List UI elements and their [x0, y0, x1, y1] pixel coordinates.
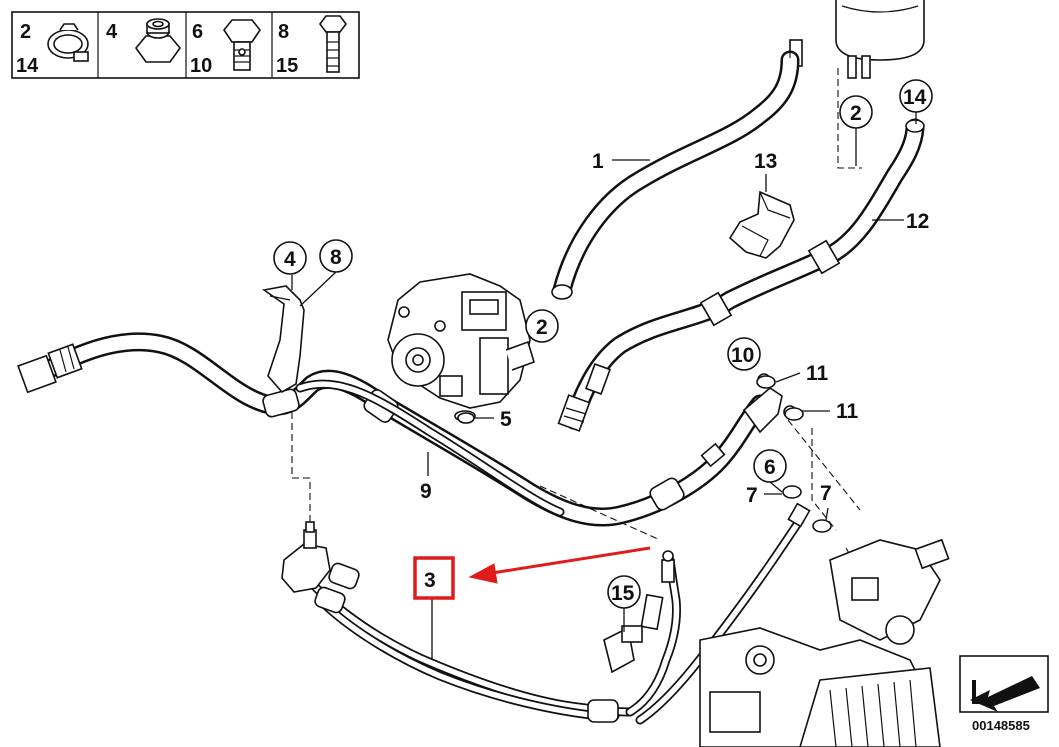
callout-12: 12	[906, 210, 929, 233]
callout-9: 9	[420, 480, 432, 503]
washer-7	[782, 485, 802, 499]
legend-label: 4	[106, 21, 118, 43]
fastener-legend: 2 14 4 6 10 8 15	[11, 11, 360, 79]
orientation-arrow-icon	[959, 655, 1049, 713]
legend-label: 14	[16, 55, 39, 77]
seal-ring-5	[457, 412, 475, 424]
callout-13: 13	[754, 150, 777, 173]
callout-7: 7	[820, 482, 832, 505]
callout-7: 7	[746, 484, 758, 507]
callout-1: 1	[592, 150, 604, 173]
callout-4: 4	[284, 248, 296, 271]
callout-14: 14	[903, 86, 927, 109]
legend-label: 15	[276, 55, 298, 77]
callout-11: 11	[836, 400, 859, 423]
leader-lines	[291, 112, 917, 660]
callout-labels: 1 2 14 13 12 4 8 2 5 9 10 11 11 6 7 7 15…	[273, 79, 933, 609]
power-steering-pump	[387, 273, 535, 422]
document-number: 00148585	[972, 718, 1030, 733]
steering-gear	[699, 538, 950, 747]
bolt-icon	[319, 15, 347, 73]
callout-6: 6	[764, 456, 776, 479]
hose-clamp-icon	[47, 23, 89, 62]
pressure-line-3	[281, 502, 811, 725]
washer-11	[784, 407, 804, 421]
callout-2: 2	[536, 316, 548, 339]
legend-label: 6	[192, 21, 203, 43]
suction-hose-1	[551, 50, 800, 300]
nut-icon	[134, 18, 182, 63]
bracket-4	[261, 285, 305, 394]
banjo-bolt-icon	[223, 19, 261, 71]
callout-15: 15	[611, 582, 635, 605]
callout-11: 11	[806, 362, 829, 385]
highlight-box	[413, 556, 455, 600]
callout-3: 3	[424, 569, 436, 592]
callout-10: 10	[731, 344, 754, 367]
fluid-reservoir	[789, 0, 925, 79]
washer-7	[812, 519, 832, 533]
return-hose-12	[557, 118, 925, 432]
legend-label: 2	[20, 21, 31, 43]
washer-11	[756, 375, 776, 389]
highlight-arrow	[468, 546, 651, 584]
legend-label: 10	[190, 55, 212, 77]
callout-2: 2	[850, 102, 862, 125]
legend-label: 8	[278, 21, 289, 43]
callout-5: 5	[500, 408, 512, 431]
callout-8: 8	[330, 246, 342, 269]
hose-bracket-13	[728, 190, 795, 259]
